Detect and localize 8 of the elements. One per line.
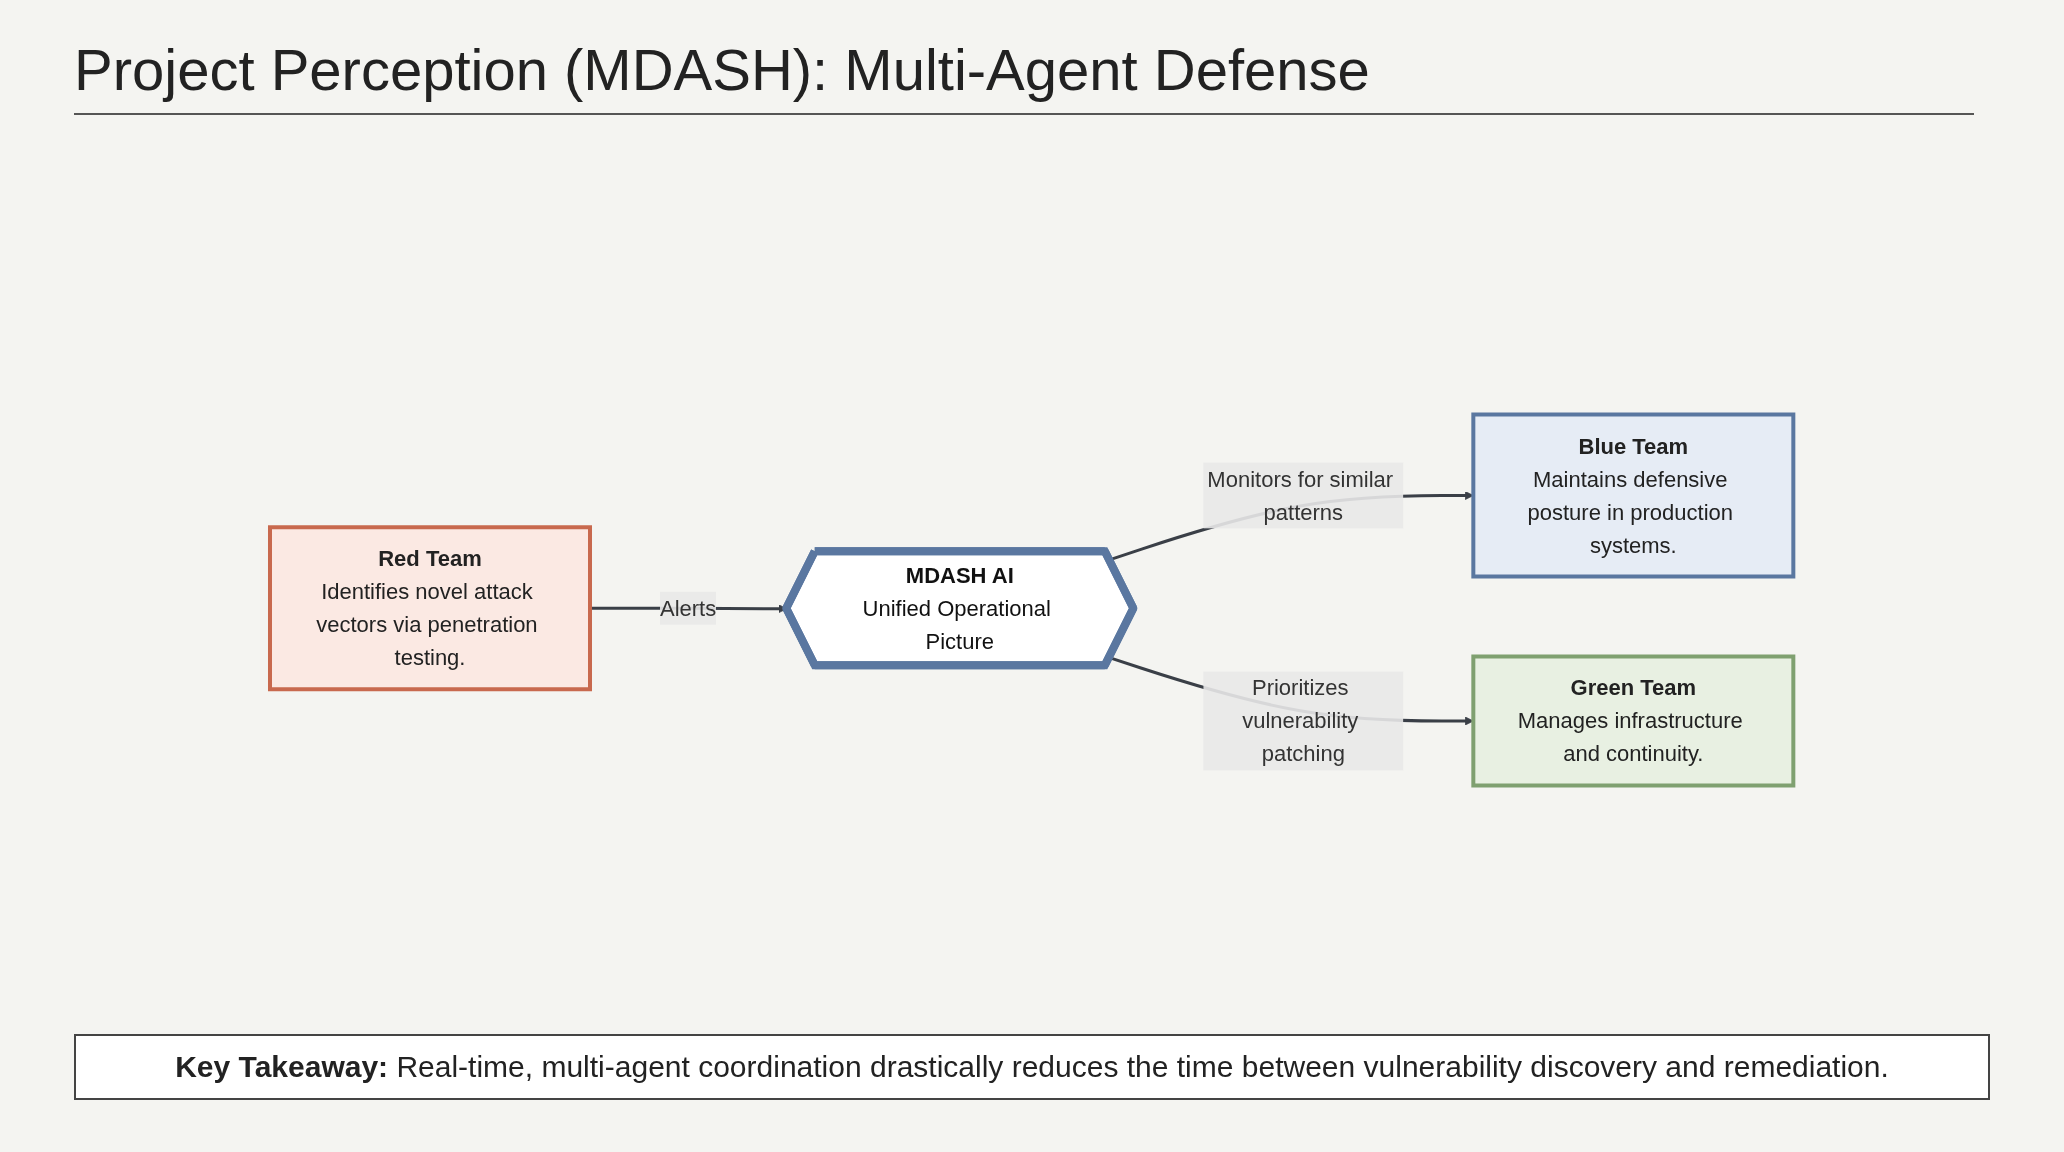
node-box: Blue Team Maintains defensive posture in production systems. bbox=[1471, 412, 1796, 579]
node-box: Red Team Identifies novel attack vectors via penetration testing. bbox=[268, 525, 593, 692]
takeaway-note: Key Takeaway: Real-time, multi-agent coordination drastically reduces the time between vulnerability discovery and remediation. bbox=[74, 1034, 1990, 1100]
edge-label: Monitors for similar patterns bbox=[1207, 466, 1394, 525]
node-box: Green Team Manages infrastructure and continuity. bbox=[1471, 654, 1796, 788]
edge-label: Alerts bbox=[660, 595, 717, 621]
edge-label: Prioritizes vulnerability patching bbox=[1242, 675, 1359, 767]
title: Project Perception (MDASH): Multi-Agent Defense bbox=[74, 36, 1974, 115]
